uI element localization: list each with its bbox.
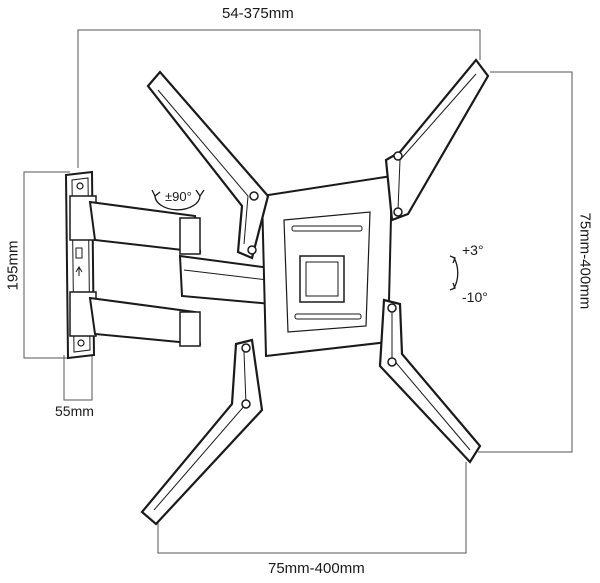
bracket-top-right: [384, 58, 490, 222]
dimension-lines: [23, 29, 573, 554]
bracket-screws: [241, 151, 403, 409]
wall-plate-depth-label: 55mm: [55, 403, 94, 419]
dim-line-right: [478, 71, 573, 453]
tilt-arrow-icon: [453, 257, 459, 289]
vesa-width-bottom-label: 75mm-400mm: [268, 560, 365, 577]
dim-line-top: [77, 29, 481, 168]
swivel-arrow-icon: [154, 194, 201, 211]
bracket-bottom-right: [378, 298, 482, 464]
swivel-angle-label: ±90°: [165, 189, 192, 204]
wall-plate: [64, 170, 97, 360]
swing-arms: [88, 200, 274, 347]
wall-plate-height-label: 195mm: [4, 240, 22, 291]
bracket-top-left: [146, 70, 270, 260]
center-plate: [260, 174, 394, 358]
tilt-up-label: +3°: [462, 242, 484, 258]
tilt-down-label: -10°: [462, 289, 488, 305]
dim-line-bottom: [157, 462, 467, 554]
dim-line-left: [23, 171, 70, 359]
vesa-width-top-label: 54-375mm: [222, 5, 294, 22]
dim-line-55: [63, 355, 93, 401]
vesa-height-label: 75mm-400mm: [576, 212, 594, 310]
bracket-bottom-left: [140, 338, 264, 526]
